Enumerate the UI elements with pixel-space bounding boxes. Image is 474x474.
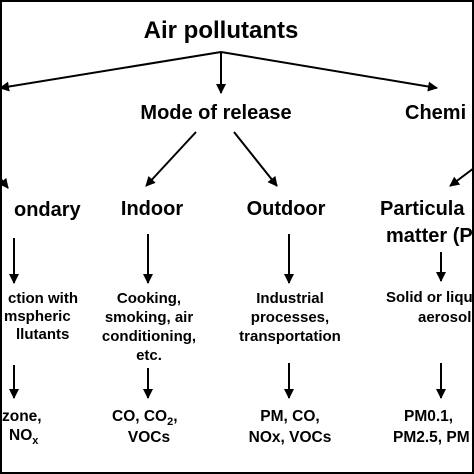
label-outdoor: Outdoor (247, 198, 326, 220)
examples-indoor-comma: , (173, 408, 177, 425)
category-mode-of-release: Mode of release (140, 102, 291, 124)
label-secondary: ondary (14, 199, 82, 221)
desc-particulate-line1: Solid or liqu (386, 289, 473, 306)
desc-secondary-line1: ction with (8, 290, 78, 307)
label-indoor: Indoor (121, 198, 183, 220)
examples-secondary-line2: NOx (9, 427, 39, 447)
arrow-left-to-secondary (0, 177, 9, 189)
examples-indoor-co2-sub: 2 (167, 416, 173, 428)
diagram-title: Air pollutants (144, 17, 299, 44)
desc-indoor-line1: Cooking, (117, 290, 181, 307)
examples-indoor-co: CO, CO (112, 408, 167, 425)
examples-outdoor-line1: PM, CO, (260, 408, 319, 425)
examples-outdoor-line2: NOx, VOCs (249, 429, 332, 446)
category-chemical: Chemi (405, 102, 466, 124)
desc-indoor-line4: etc. (136, 347, 162, 364)
desc-outdoor-line3: transportation (239, 328, 341, 345)
title-arrows (0, 51, 438, 94)
desc-arrows (9, 234, 446, 284)
examples-secondary-line1: zone, (2, 408, 42, 425)
desc-particulate-line2: aerosols (418, 309, 474, 326)
label-particulate-line1: Particula (380, 198, 465, 220)
arrow-chemical-to-particulate (449, 167, 474, 187)
desc-indoor-line2: smoking, air (105, 309, 194, 326)
label-particulate-line2: matter (P (386, 225, 473, 247)
arrow-mode-to-outdoor (233, 131, 278, 187)
examples-secondary-nox: NO (9, 427, 32, 444)
mode-arrows (0, 131, 474, 189)
desc-outdoor-line1: Industrial (256, 290, 324, 307)
desc-secondary-line3: llutants (16, 326, 69, 343)
arrow-title-to-chemical (220, 51, 438, 92)
examples-indoor-line1: CO, CO2, (112, 408, 178, 428)
desc-outdoor-line2: processes, (251, 309, 329, 326)
examples-indoor-line2: VOCs (128, 429, 170, 446)
examples-particulate-line1: PM0.1, (404, 408, 453, 425)
desc-indoor-line3: conditioning, (102, 328, 196, 345)
arrow-mode-to-indoor (145, 131, 197, 187)
example-arrows (9, 363, 446, 399)
arrow-title-to-left (0, 51, 222, 92)
examples-secondary-nox-sub: x (32, 435, 39, 447)
examples-particulate-line2: PM2.5, PM (393, 429, 470, 446)
desc-secondary-line2: mspheric (4, 308, 71, 325)
